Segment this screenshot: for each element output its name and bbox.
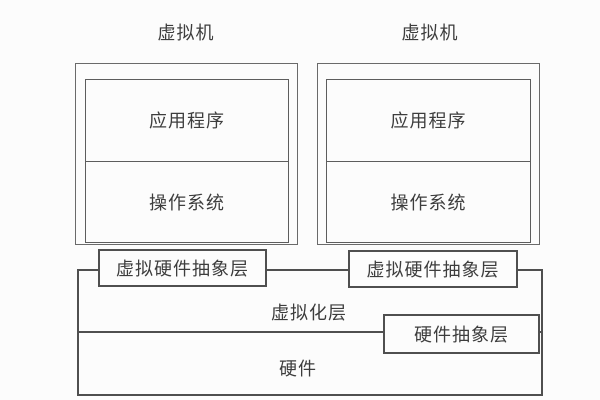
virtualization-layer-label: 虚拟化层 — [271, 303, 347, 323]
vm-left-application-layer: 应用程序 — [86, 80, 288, 162]
vm-right-inner-box: 应用程序 操作系统 — [326, 79, 531, 243]
vm-left-title: 虚拟机 — [157, 23, 215, 43]
vm-right-virtual-hardware-abstraction-layer-box: 虚拟硬件抽象层 — [348, 250, 518, 288]
hardware-label: 硬件 — [279, 359, 317, 379]
virtualization-hardware-divider — [77, 331, 543, 333]
vm-left-inner-box: 应用程序 操作系统 — [85, 79, 289, 243]
vm-left-os-layer: 操作系统 — [149, 192, 225, 213]
vm-right-outer-box — [317, 63, 540, 245]
vm-right-title: 虚拟机 — [401, 23, 459, 43]
vm-right-application-layer: 应用程序 — [327, 80, 530, 162]
vm-left-virtual-hardware-abstraction-layer-box: 虚拟硬件抽象层 — [98, 249, 267, 287]
hardware-abstraction-layer-box: 硬件抽象层 — [383, 314, 540, 354]
vm-left-outer-box — [75, 63, 298, 245]
vm-right-os-layer: 操作系统 — [390, 192, 467, 213]
